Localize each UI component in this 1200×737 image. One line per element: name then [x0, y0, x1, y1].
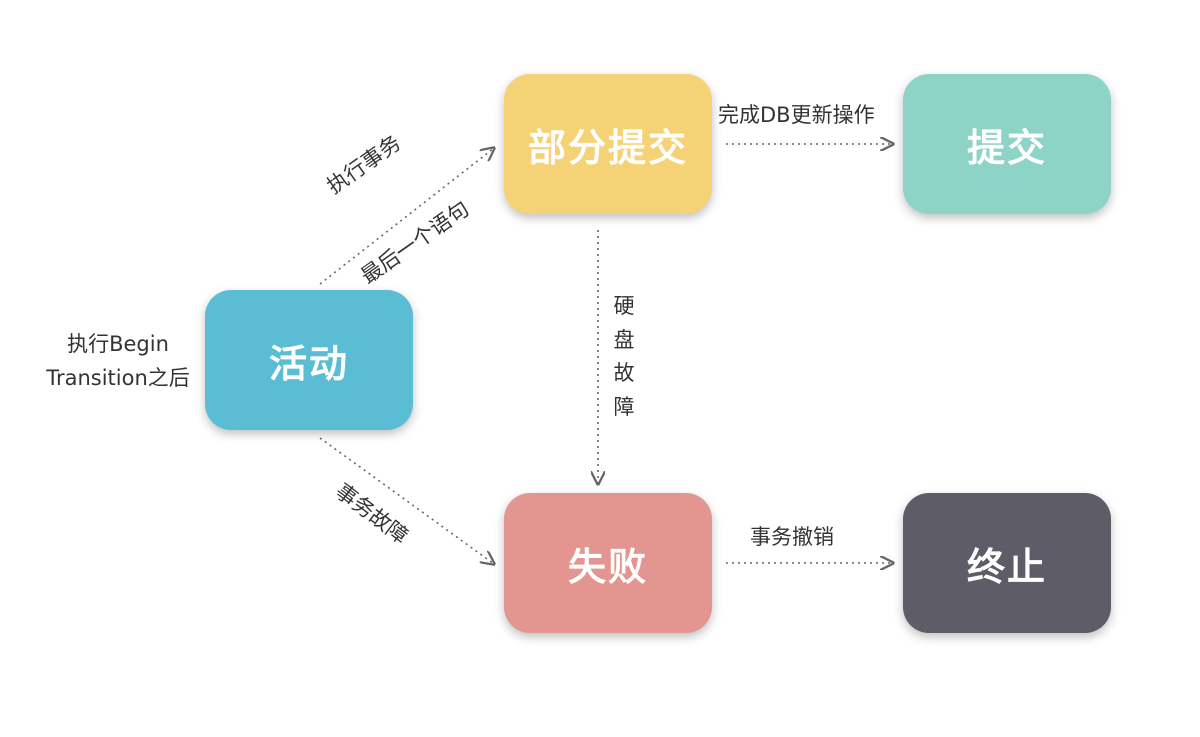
transaction-rollback-label: 事务撤销 — [750, 525, 834, 549]
db-update-done-label: 完成DB更新操作 — [718, 103, 875, 127]
state-active: 活动 — [205, 290, 413, 430]
start-label: 执行Begin Transition之后 — [38, 328, 198, 395]
arrow-active-to-partial-commit — [319, 148, 494, 285]
state-partial-commit: 部分提交 — [504, 74, 712, 214]
start-label-line2: Transition之后 — [46, 365, 190, 390]
disk-failure-label: 硬盘故障 — [613, 294, 635, 419]
state-committed: 提交 — [903, 74, 1111, 214]
start-label-line1: 执行Begin — [67, 332, 169, 356]
state-failed: 失败 — [504, 493, 712, 633]
state-aborted: 终止 — [903, 493, 1111, 633]
